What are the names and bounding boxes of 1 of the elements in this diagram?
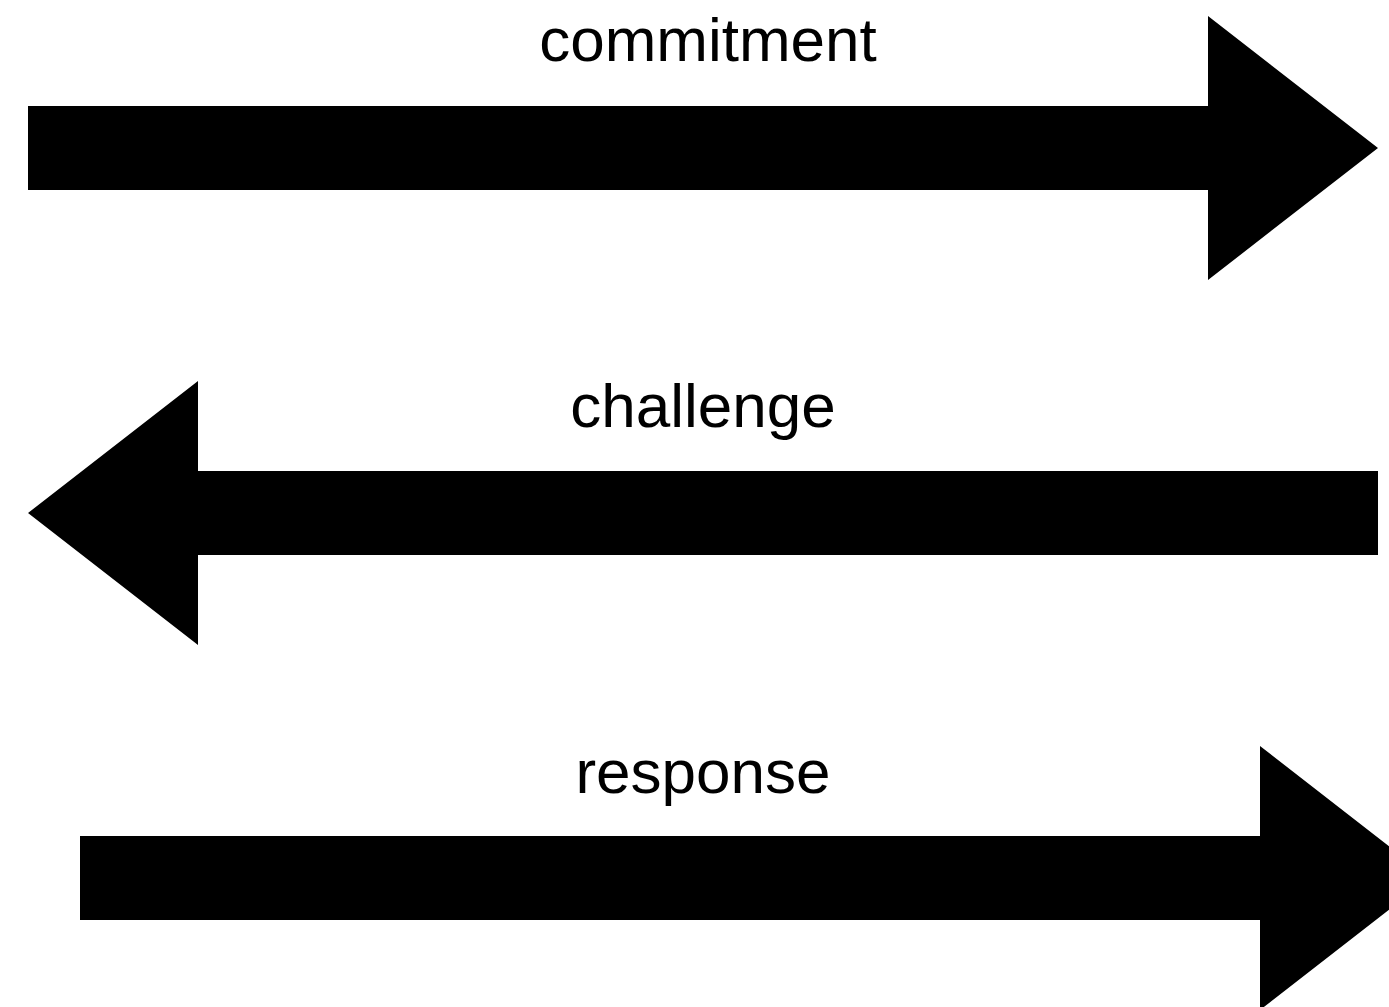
arrow-label: commitment: [539, 9, 877, 71]
